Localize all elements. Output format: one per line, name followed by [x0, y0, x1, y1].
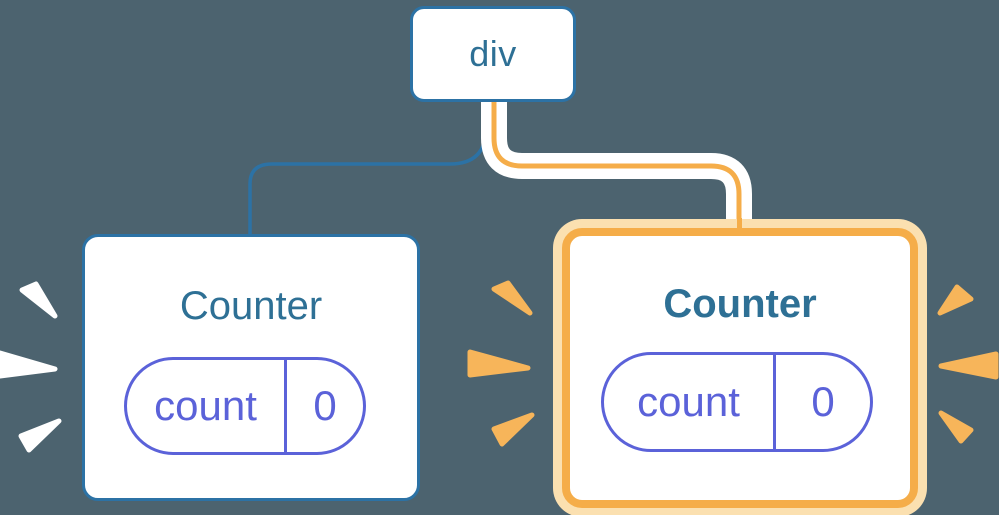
counter-card-left: Counter count 0 — [82, 234, 420, 501]
spark-icon — [467, 349, 531, 378]
state-key-right: count — [637, 378, 740, 425]
spark-icon — [18, 418, 62, 453]
spark-burst-left-counter — [0, 281, 62, 453]
spark-icon — [491, 412, 535, 447]
connector-div-to-right-counter — [481, 100, 752, 236]
connector-div-to-left-counter — [248, 102, 488, 236]
spark-icon — [491, 280, 533, 316]
spark-icon — [0, 350, 58, 379]
counter-title-left: Counter — [179, 284, 323, 328]
spark-burst-right-counter-right — [937, 284, 999, 444]
root-div-label: div — [469, 33, 517, 74]
spark-icon — [938, 351, 999, 380]
spark-icon — [938, 410, 974, 444]
state-key-left: count — [154, 382, 257, 429]
spark-burst-right-counter-left — [467, 280, 535, 447]
state-value-left: 0 — [284, 360, 363, 452]
state-value-right: 0 — [773, 355, 870, 449]
spark-icon — [19, 281, 58, 319]
spark-icon — [937, 284, 974, 316]
connector-wire — [491, 100, 742, 236]
counter-card-right-highlighted: Counter count 0 — [562, 228, 918, 508]
counter-title-right: Counter — [663, 282, 817, 326]
root-div-node: div — [410, 6, 576, 102]
connector-wire-overlap — [737, 218, 742, 229]
state-pill-left: count 0 — [124, 357, 366, 455]
state-pill-right: count 0 — [601, 352, 873, 452]
